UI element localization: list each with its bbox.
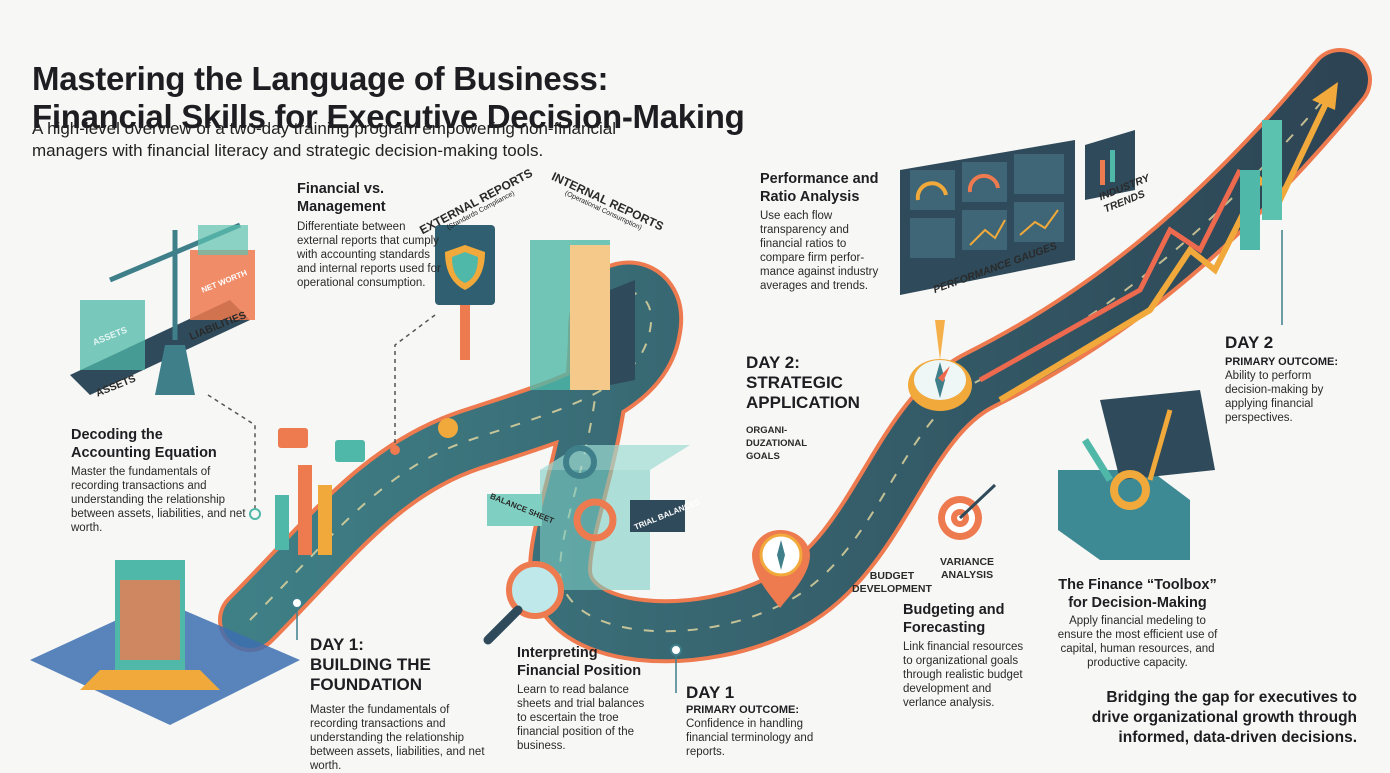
target-icon (938, 483, 997, 540)
toolbox-icon (1058, 390, 1215, 560)
connector-dot (291, 597, 303, 609)
performance-dashboard-icon (900, 130, 1135, 295)
connector-dot (670, 644, 682, 656)
vault-box-icon (487, 445, 690, 590)
compass-pin-icon (752, 530, 810, 608)
section-performance: Performance and Ratio Analysis Use each … (760, 171, 879, 292)
section-interpreting: Interpreting Financial Position Learn to… (517, 645, 645, 752)
balance-scale-icon (70, 222, 255, 395)
growth-arrow-line-red (978, 168, 1243, 383)
section-day2-strategic: DAY 2: STRATEGIC APPLICATION (746, 353, 860, 412)
section-budgeting: Budgeting and Forecasting Link financial… (903, 602, 1024, 709)
section-day1-outcome: DAY 1 PRIMARY OUTCOME: Confidence in han… (686, 683, 814, 758)
bar (1240, 170, 1260, 250)
page-subtitle: A high-level overview of a two-day train… (32, 119, 616, 160)
compass-icon (908, 320, 972, 411)
section-financial-vs-management: Financial vs. Management Differentiate b… (297, 181, 441, 289)
magnifier-icon (483, 561, 564, 645)
connector-dot (249, 508, 261, 520)
section-toolbox: The Finance “Toolbox” for Decision-Makin… (1057, 577, 1218, 669)
door-icon (530, 240, 635, 390)
section-day2-outcome: DAY 2 PRIMARY OUTCOME: Ability to perfor… (1225, 333, 1339, 424)
building-icon (30, 560, 300, 725)
section-day1-building: DAY 1: BUILDING THE FOUNDATION Master th… (310, 635, 485, 772)
bar (1262, 120, 1282, 220)
shield-sign-icon (435, 225, 495, 360)
illustration (30, 48, 1372, 725)
arrow-head (1312, 82, 1338, 110)
bar-chart-icon (275, 418, 458, 555)
section-decoding: Decoding the Accounting Equation Master … (71, 427, 246, 534)
connector-dot (390, 445, 400, 455)
connector-line (207, 394, 256, 510)
connector-line (394, 314, 436, 445)
page-title: Mastering the Language of Business:Finan… (32, 60, 745, 135)
